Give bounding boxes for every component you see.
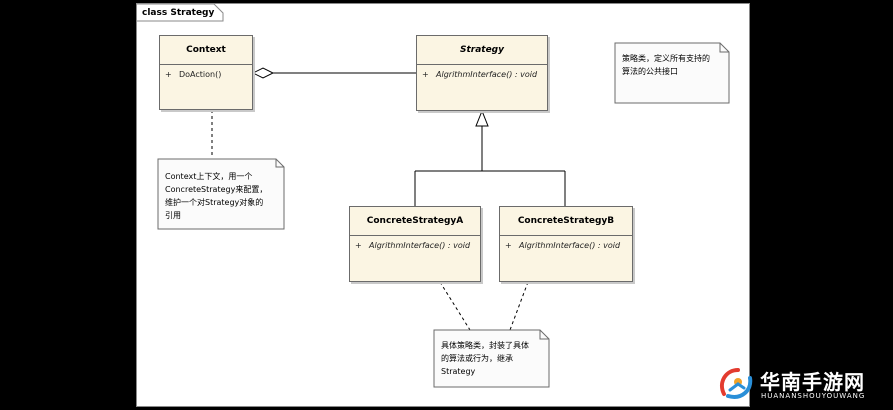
- watermark-title: 华南手游网: [760, 370, 865, 394]
- operation-signature: DoAction(): [179, 70, 222, 79]
- frame-title: class Strategy: [142, 8, 215, 18]
- operation-signature: AlgrithmInterface() : void: [369, 241, 471, 250]
- note-strategy-text: 策略类，定义所有支持的 算法的公共接口: [622, 54, 710, 76]
- note-strategy[interactable]: 策略类，定义所有支持的 算法的公共接口: [616, 44, 720, 102]
- class-concrete-b-name: ConcreteStrategyB: [500, 207, 632, 236]
- visibility-marker: +: [355, 241, 362, 250]
- operation-signature: AlgrithmInterface() : void: [436, 70, 538, 79]
- class-context-name: Context: [160, 36, 252, 65]
- visibility-marker: +: [165, 70, 172, 79]
- concrete-note-outline: [433, 329, 550, 388]
- class-concrete-strategy-b[interactable]: ConcreteStrategyB + AlgrithmInterface() :…: [499, 206, 633, 282]
- watermark: 华南手游网 HUANANSHOUYOUWANG: [716, 364, 891, 408]
- operation-signature: AlgrithmInterface() : void: [519, 241, 621, 250]
- class-concrete-a-name: ConcreteStrategyA: [350, 207, 480, 236]
- context-note-outline: [157, 158, 285, 230]
- frame-tab-outline: [137, 3, 224, 22]
- class-concrete-b-operation: + AlgrithmInterface() : void: [500, 236, 632, 250]
- class-strategy-name: Strategy: [417, 36, 547, 65]
- class-strategy[interactable]: Strategy + AlgrithmInterface() : void: [416, 35, 548, 111]
- class-context[interactable]: Context + DoAction(): [159, 35, 253, 110]
- class-context-operation: + DoAction(): [160, 65, 252, 79]
- concrete-note-fold: [539, 330, 549, 340]
- generalization-arrowhead: [475, 109, 489, 127]
- note-context-text: Context上下文，用一个 ConcreteStrategy来配置， 维护一个…: [165, 172, 268, 220]
- aggregation-diamond: [251, 67, 275, 79]
- class-concrete-strategy-a[interactable]: ConcreteStrategyA + AlgrithmInterface() :…: [349, 206, 481, 282]
- watermark-logo-icon: [719, 368, 753, 399]
- concrete-b-note-anchor: [509, 281, 529, 331]
- note-context[interactable]: Context上下文，用一个 ConcreteStrategy来配置， 维护一个…: [159, 160, 283, 228]
- note-concrete[interactable]: 具体策略类，封装了具体 的算法或行为，继承 Strategy: [435, 331, 548, 386]
- class-strategy-operation: + AlgrithmInterface() : void: [417, 65, 547, 79]
- context-note-fold: [275, 159, 284, 168]
- strategy-note-outline: [614, 42, 730, 104]
- strategy-note-fold: [719, 43, 729, 53]
- note-concrete-text: 具体策略类，封装了具体 的算法或行为，继承 Strategy: [441, 341, 529, 376]
- watermark-subtitle: HUANANSHOUYOUWANG: [761, 392, 866, 400]
- class-concrete-a-operation: + AlgrithmInterface() : void: [350, 236, 480, 250]
- concrete-a-note-anchor: [439, 281, 471, 331]
- visibility-marker: +: [505, 241, 512, 250]
- visibility-marker: +: [422, 70, 429, 79]
